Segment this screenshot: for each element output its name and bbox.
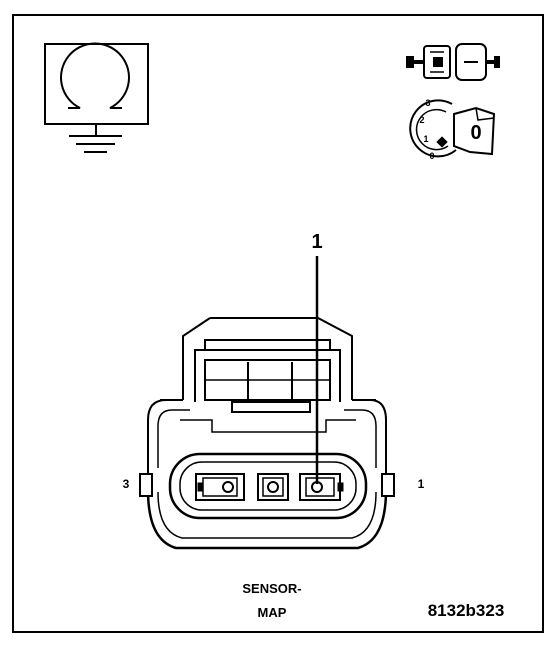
caption-line-1: SENSOR- — [242, 581, 301, 596]
map-sensor-connector — [139, 317, 395, 550]
connector-disconnect-icon — [406, 43, 500, 81]
ohm-ground-icon — [44, 42, 149, 153]
key-position-2: 2 — [419, 115, 424, 125]
pin-label-3: 3 — [123, 477, 130, 491]
ignition-key-off-icon: 0 3 2 1 0 — [409, 98, 496, 161]
terminal-cavity-1 — [299, 473, 344, 501]
figure-id: 8132b323 — [428, 601, 505, 620]
caption-line-2: MAP — [258, 605, 287, 620]
key-position-current: 0 — [470, 122, 481, 144]
key-position-0: 0 — [429, 151, 434, 161]
terminal-cavity-3 — [195, 473, 245, 501]
figure-border — [12, 14, 544, 633]
callout-number: 1 — [311, 231, 322, 253]
key-position-1: 1 — [423, 134, 428, 144]
key-position-3: 3 — [425, 98, 430, 108]
terminal-cavity-2 — [257, 473, 289, 501]
pin-label-1: 1 — [418, 477, 425, 491]
